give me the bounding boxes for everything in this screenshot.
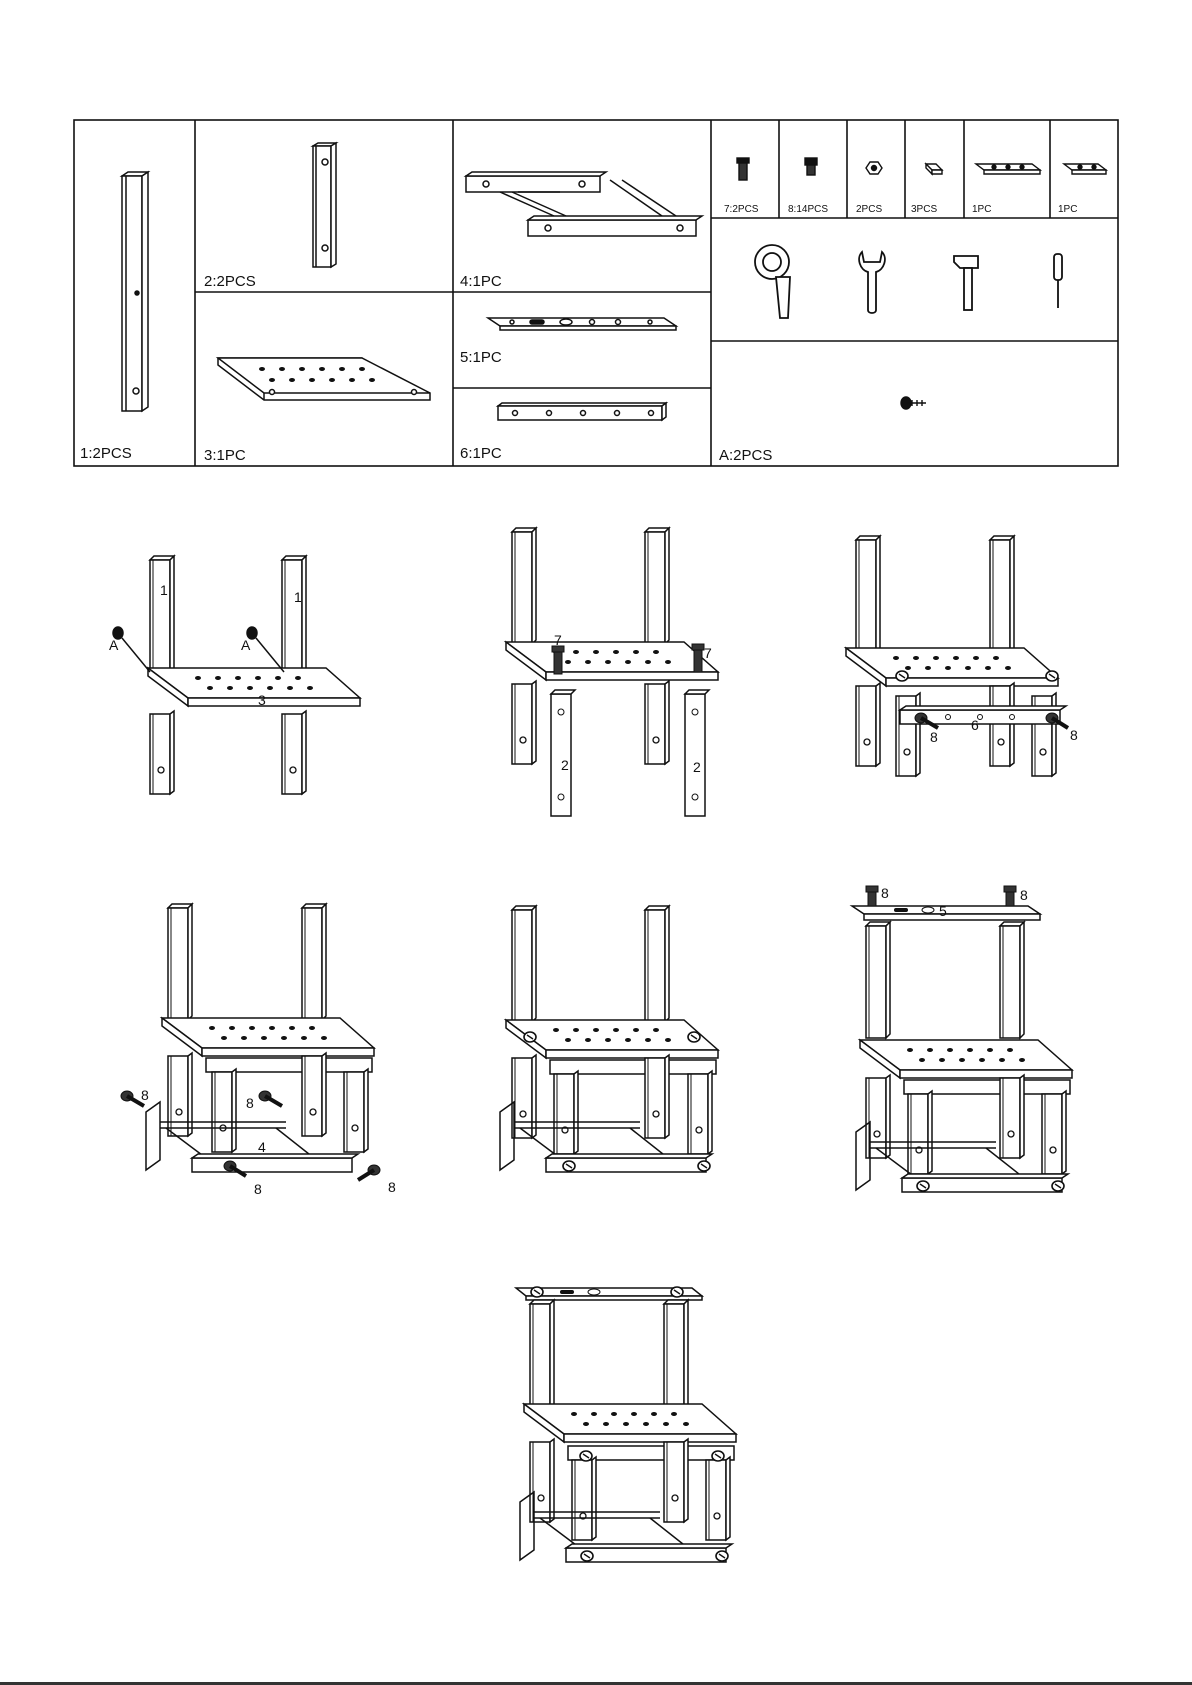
step-4-bolt-label: 8 xyxy=(254,1181,262,1197)
step-1-leg-label: 1 xyxy=(160,582,168,598)
step-6-diagram: 8 5 8 xyxy=(852,885,1072,1192)
step-1-screw-label: A xyxy=(241,637,251,653)
step-2-leg-label: 2 xyxy=(561,757,569,773)
step-1-screw-label: A xyxy=(109,637,119,653)
step-2-diagram: 7 7 2 2 xyxy=(506,528,718,816)
step-4-bolt-label: 8 xyxy=(246,1095,254,1111)
step-7-final-diagram xyxy=(516,1287,736,1562)
step-4-frame-label: 4 xyxy=(258,1139,266,1155)
step-3-bar-label: 6 xyxy=(971,717,979,733)
step-2-bolt-label: 7 xyxy=(704,645,712,661)
step-5-diagram xyxy=(500,906,718,1172)
step-3-bolt-label: 8 xyxy=(930,729,938,745)
step-1-diagram: 1 1 A A 3 xyxy=(109,556,360,794)
step-3-bolt-label: 8 xyxy=(1070,727,1078,743)
step-6-bar-label: 5 xyxy=(939,903,947,919)
step-4-bolt-label: 8 xyxy=(388,1179,396,1195)
step-2-leg-label: 2 xyxy=(693,759,701,775)
step-4-bolt-label: 8 xyxy=(141,1087,149,1103)
step-1-shelf-label: 3 xyxy=(258,692,266,708)
step-1-leg-label: 1 xyxy=(294,589,302,605)
step-4-diagram: 8 8 4 8 8 xyxy=(121,904,396,1197)
screw-a-icon xyxy=(113,627,284,672)
step-3-diagram: 8 6 8 xyxy=(846,536,1078,776)
step-6-bolt-label: 8 xyxy=(881,885,889,901)
step-2-bolt-label: 7 xyxy=(554,632,562,648)
step-6-bolt-label: 8 xyxy=(1020,887,1028,903)
